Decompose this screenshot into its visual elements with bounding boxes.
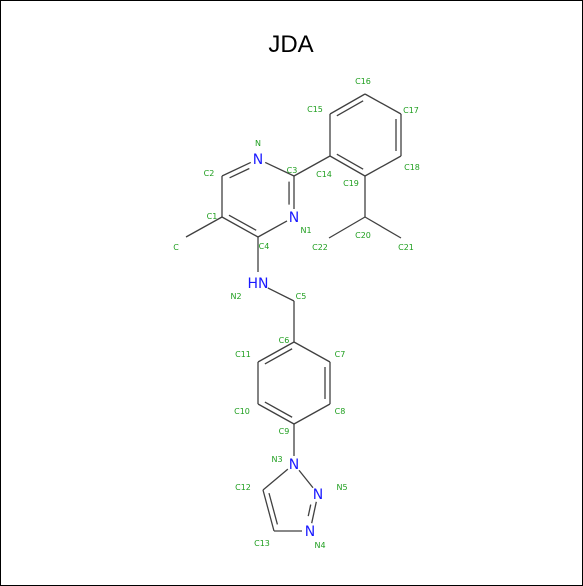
atom-label-n1: N1 [300,226,311,235]
atom-n1_ring: N [289,210,299,226]
page-title: JDA [268,31,313,58]
atom-label-c: C [173,243,179,252]
bond-n-c2 [221,161,252,177]
atom-label-c17: C17 [403,106,419,115]
bond-c12-c13-inner [268,492,279,525]
bond-n-c3 [264,161,295,177]
atom-label-n2: N2 [230,292,241,301]
atom-n5: N [313,487,323,503]
bond-c6-c7 [293,341,331,363]
bond-c3-c14 [293,155,331,177]
bond-c20-c22 [328,216,366,239]
bond-n3-n5 [298,469,314,489]
atom-n_top: N [253,152,263,168]
bond-c6-c11-inner [264,348,293,365]
atom-label-n3: N3 [271,455,282,464]
bond-c1-c4 [221,216,259,238]
atom-label-c12: C12 [235,483,251,492]
atom-label-c4: C4 [259,242,270,251]
atom-n3: N [289,457,299,473]
bond-layer [185,93,402,532]
bond-c10-c9-inner [264,401,293,418]
bond-c1-c4-inner [228,214,257,231]
bond-c20-c21 [364,216,402,239]
atom-label-c20: C20 [355,231,371,240]
bond-c19-c14-inner [336,153,364,170]
atom-label-c5: C5 [296,292,307,301]
bond-n1-c4 [257,220,288,238]
atom-label-n4: N4 [314,541,325,550]
atom-label-c13: C13 [254,539,270,548]
atom-label-c15: C15 [307,105,323,114]
atom-label-c10: C10 [234,407,250,416]
atom-label-c3: C3 [287,166,298,175]
bond-c16-c17 [364,93,402,115]
atom-label-c2: C2 [204,169,215,178]
bond-c18-c19 [364,155,402,177]
atom-label-c9: C9 [279,427,290,436]
bond-c12-c13 [262,489,275,532]
atom-label-c18: C18 [404,163,420,172]
atom-label-c11: C11 [235,350,251,359]
bond-c10-c9 [257,403,295,425]
atom-nh: HN [248,276,269,292]
atom-label-c6: C6 [279,336,290,345]
atom-label-c1: C1 [207,212,218,221]
atom-label-c7: C7 [335,350,346,359]
atom-label-c19: C19 [343,179,359,188]
bond-c15-c16-inner [336,100,364,117]
atom-label-c14: C14 [316,170,332,179]
atom-n4: N [305,524,315,540]
atom-label-n: N [255,139,261,148]
bond-c19-c14 [329,155,366,177]
bond-c1-cm [185,216,223,238]
bond-nh-c5 [267,287,295,302]
bond-n-c2-inner [229,167,250,179]
bond-c15-c16 [329,93,366,115]
bond-n3-c12 [262,468,289,491]
bond-n5-n4 [311,501,317,524]
bond-n5-n4-inner [307,504,312,517]
bond-c6-c11 [257,341,295,363]
atom-label-c22: C22 [312,243,328,252]
bond-c8-c9 [293,403,331,425]
atom-label-n5: N5 [336,483,347,492]
atom-label-c16: C16 [355,77,371,86]
atom-label-c8: C8 [335,407,346,416]
atom-label-c21: C21 [398,243,414,252]
